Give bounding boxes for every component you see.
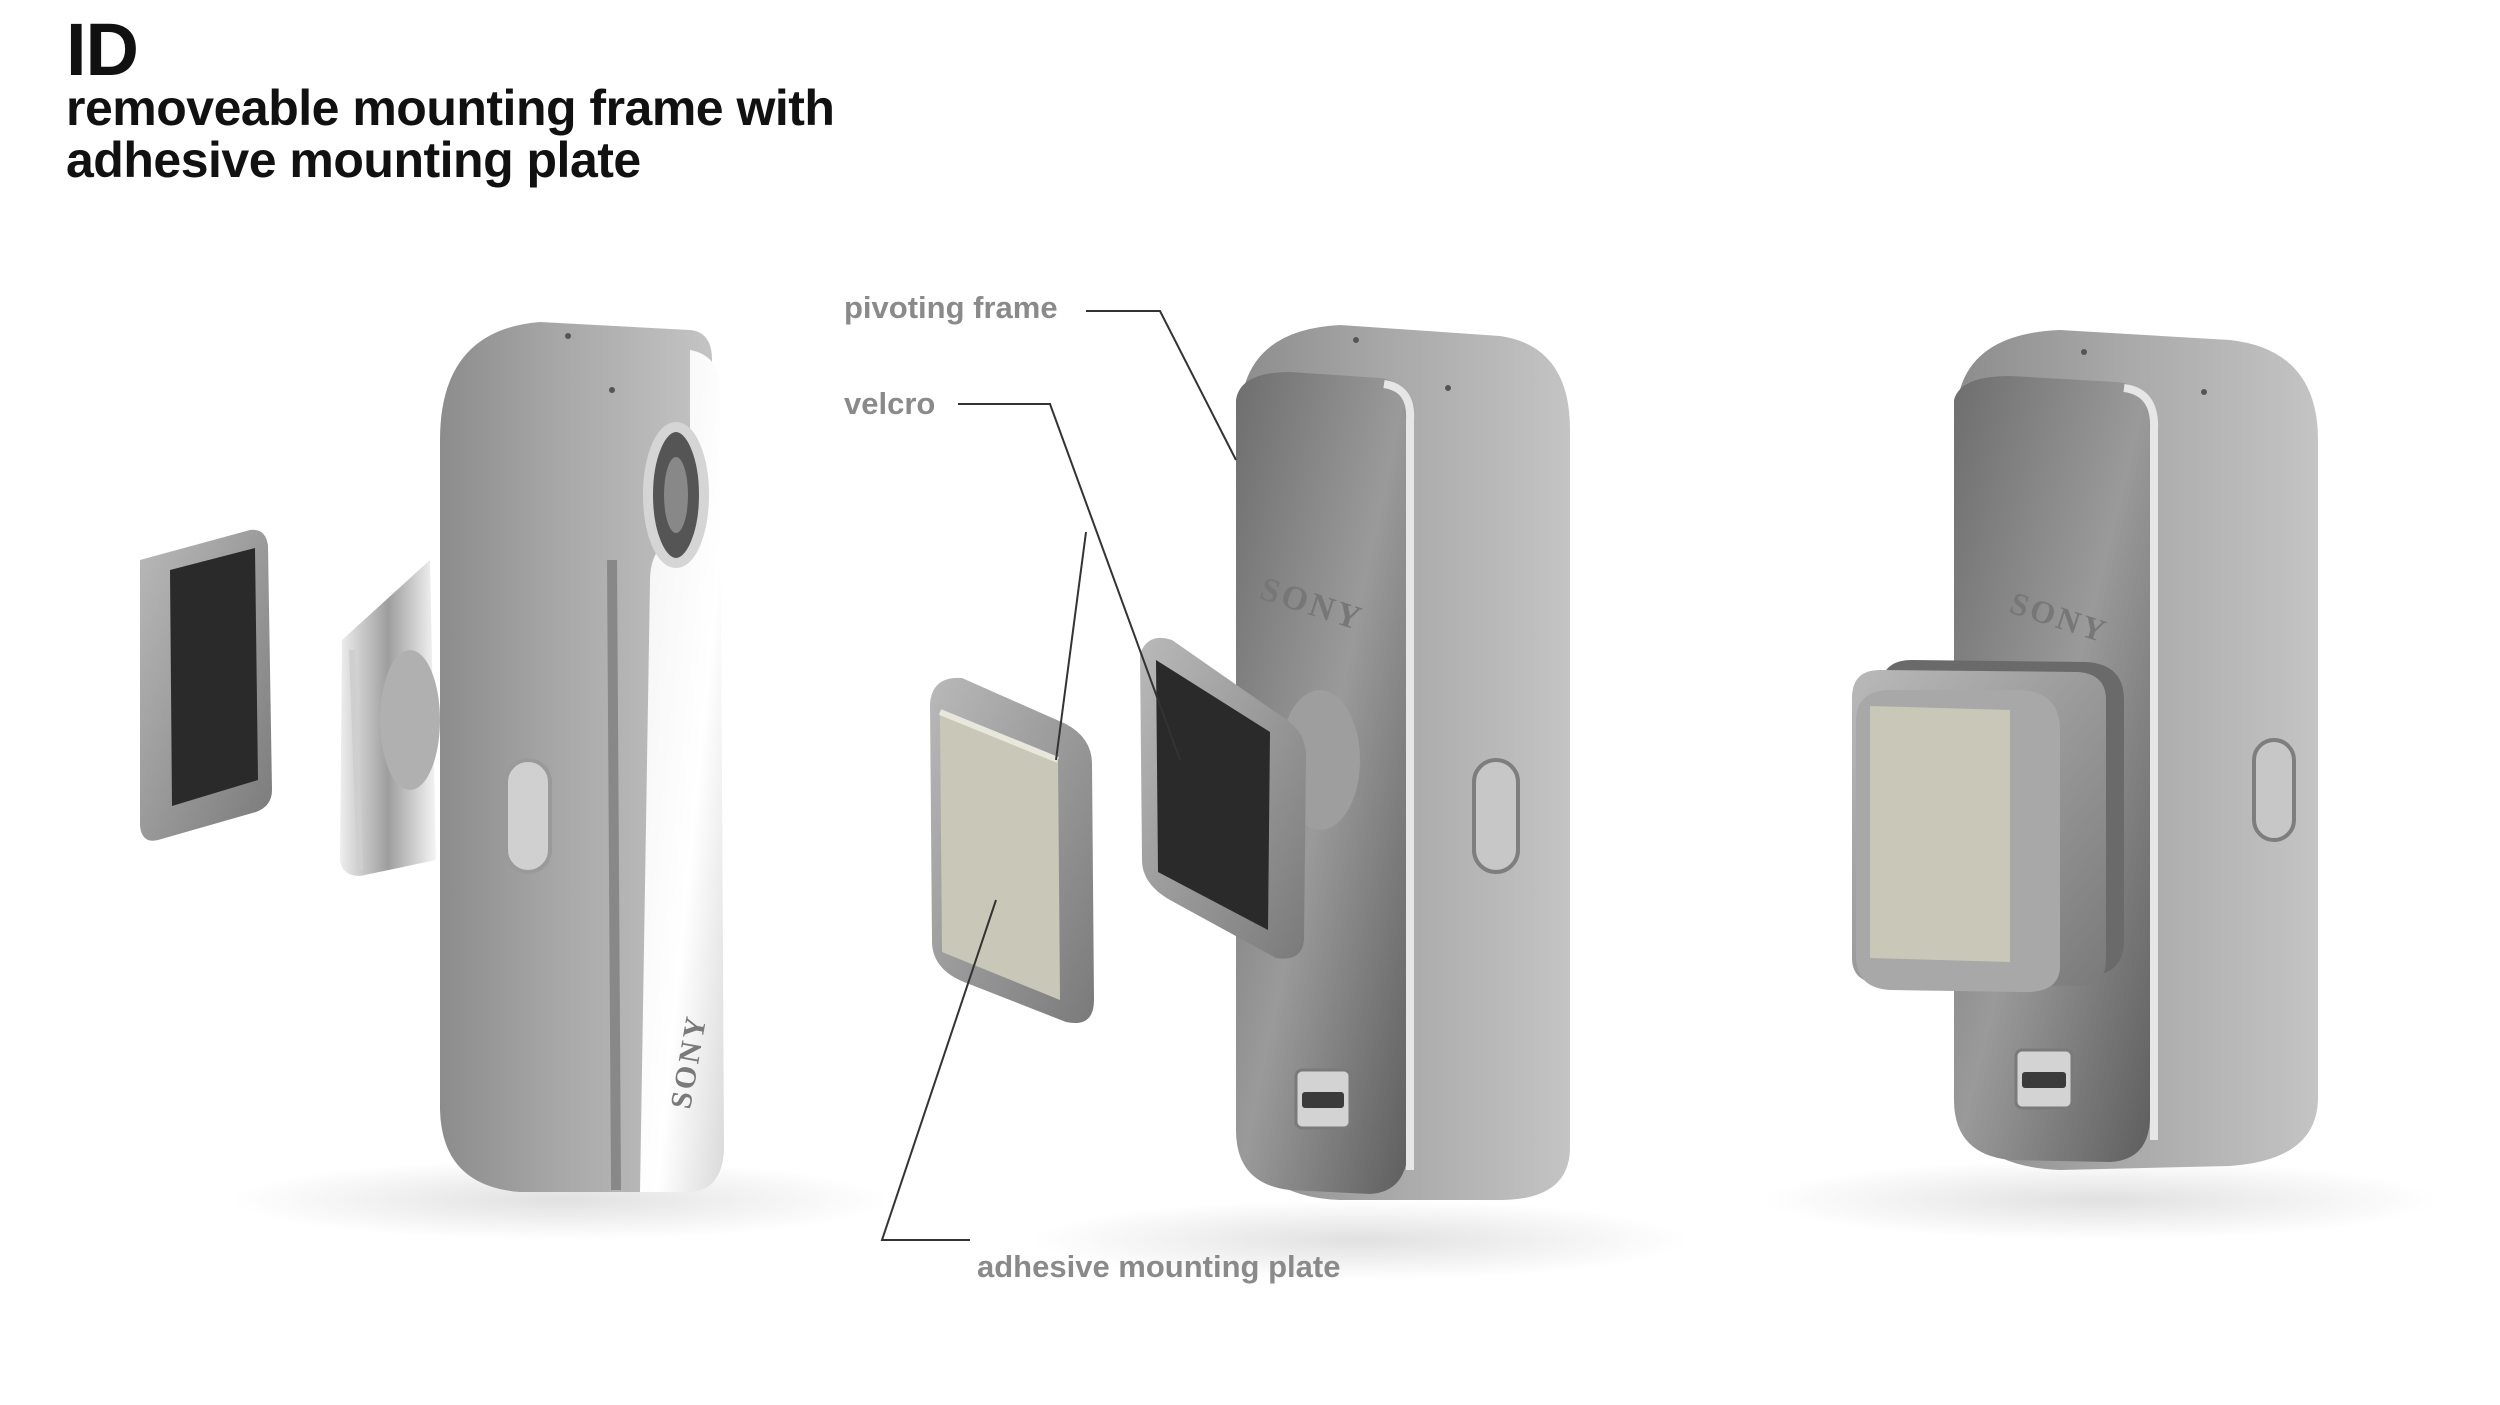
adhesive-plate: [930, 677, 1094, 1024]
callout-adhesive-plate: adhesive mounting plate: [977, 1249, 1341, 1284]
render-side-view: SONY: [140, 322, 890, 1240]
callout-pivoting-frame: pivoting frame: [844, 290, 1058, 325]
velcro-plate-detached: [140, 529, 272, 841]
leader-line-velcro: [958, 403, 1181, 761]
callout-leader-lines: [880, 310, 1237, 1241]
leader-line-adhesive-front: [1055, 531, 1087, 761]
leader-line-adhesive-plate: [880, 899, 997, 1241]
velcro-plate: [1140, 637, 1306, 959]
device-body: SONY: [440, 322, 724, 1192]
leader-line-pivoting-frame: [1086, 310, 1237, 461]
render-exploded-view: SONY: [930, 325, 1690, 1280]
slide-title: ID: [66, 8, 139, 91]
render-assembled-view: SONY: [1760, 330, 2440, 1240]
callout-velcro: velcro: [844, 386, 936, 421]
slide-subtitle: removeable mounting frame with adhesive …: [66, 80, 835, 188]
pivot-arm: [340, 560, 440, 876]
plate-stack: [1852, 660, 2124, 993]
device-body-back: SONY: [1236, 325, 1570, 1200]
